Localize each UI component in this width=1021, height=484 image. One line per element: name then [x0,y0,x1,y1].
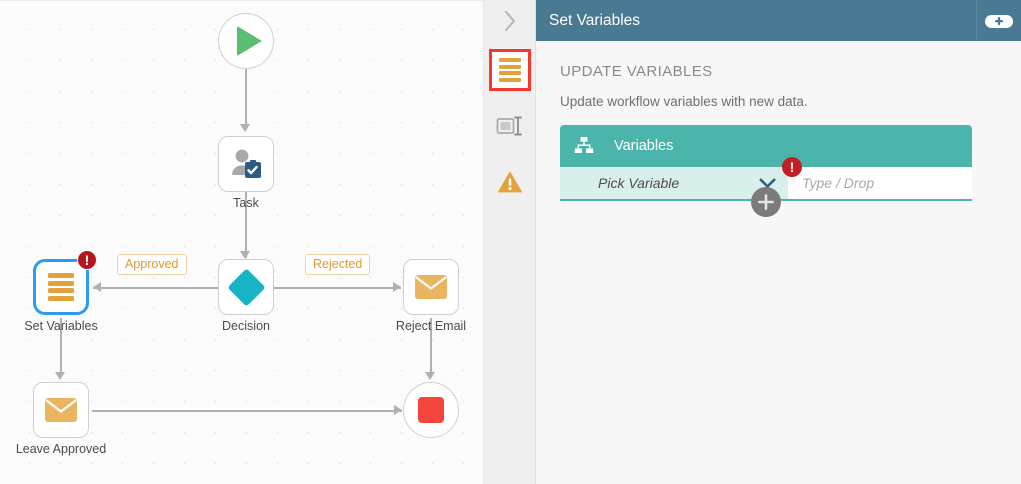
variables-bars-icon [48,273,74,301]
edge-decision-setvariables [93,287,218,289]
node-set-variables[interactable]: ! Set Variables [24,250,98,333]
envelope-icon [415,275,447,299]
variables-bars-icon [498,58,521,82]
set-variables-node-shape[interactable] [33,259,89,315]
edge-arrow-rejectemail-end [425,372,435,380]
node-task[interactable]: Task [218,136,274,210]
plus-icon [758,194,774,210]
warnings-tab[interactable] [489,161,531,203]
node-decision[interactable]: Decision [218,259,274,333]
reject-email-node-shape[interactable] [403,259,459,315]
edge-arrow-decision-rejectemail [393,282,401,292]
pick-variable-select[interactable]: Pick Variable [560,167,788,201]
panel-icon-rail [484,41,536,484]
header-divider [976,0,977,41]
panel-body: UPDATE VARIABLES Update workflow variabl… [484,41,1021,484]
task-node-shape[interactable] [218,136,274,192]
edge-rejectemail-end [430,318,432,376]
edge-arrow-decision-setvariables [93,282,101,292]
sitemap-icon [574,137,594,153]
add-variable-row-button[interactable] [751,187,781,217]
edge-tag-approved[interactable]: Approved [117,254,187,275]
variables-card: Variables Pick Variable Type / Drop ! [560,125,972,217]
node-leave-approved[interactable]: Leave Approved [16,382,106,456]
panel-header: Set Variables [484,0,1021,41]
node-label-reject-email: Reject Email [395,319,467,333]
node-end[interactable] [403,382,459,438]
decision-node-shape[interactable] [218,259,274,315]
variables-tab[interactable] [488,49,531,91]
end-node-shape[interactable] [403,382,459,438]
play-icon [236,26,262,56]
edge-setvariables-leaveapproved [60,318,62,376]
envelope-icon [45,398,77,422]
variables-card-header: Variables [560,125,972,167]
start-node-shape[interactable] [218,13,274,69]
user-task-icon [232,149,261,178]
properties-panel: Set Variables [484,0,1021,484]
node-label-decision: Decision [222,319,270,333]
edge-arrow-leaveapproved-end [394,405,402,415]
stop-icon [418,397,444,423]
variable-value-placeholder: Type / Drop [802,175,875,191]
variable-row-error-badge[interactable]: ! [782,157,802,177]
input-field-icon [496,116,522,136]
variables-card-title: Variables [614,138,674,154]
panel-content: UPDATE VARIABLES Update workflow variabl… [536,41,1021,484]
chevron-right-icon [504,10,515,31]
leave-approved-node-shape[interactable] [33,382,89,438]
edge-arrow-start-task [240,124,250,132]
node-reject-email[interactable]: Reject Email [396,259,466,333]
panel-collapse-button[interactable] [484,0,536,41]
diamond-icon [226,267,266,307]
warning-triangle-icon [497,171,522,193]
edge-decision-rejectemail [274,287,401,289]
form-tab[interactable] [489,105,531,147]
panel-title: Set Variables [549,11,641,29]
panel-add-button[interactable] [977,0,1021,41]
node-label-leave-approved: Leave Approved [15,442,107,456]
edge-arrow-setvariables-leaveapproved [55,372,65,380]
variable-value-input[interactable]: Type / Drop [788,167,972,201]
workflow-canvas[interactable]: Approved Rejected Task [0,0,484,484]
edge-leaveapproved-end [92,410,402,412]
section-title: UPDATE VARIABLES [560,63,713,80]
plus-icon [985,14,1013,28]
edge-tag-rejected[interactable]: Rejected [305,254,371,275]
pick-variable-value: Pick Variable [598,175,680,191]
edge-task-decision [245,192,247,258]
node-label-set-variables: Set Variables [24,319,98,333]
variable-row: Pick Variable Type / Drop ! [560,157,972,201]
node-label-task: Task [233,196,259,210]
edge-arrow-task-decision [240,251,250,259]
edge-start-task [245,69,247,127]
canvas-top-rule [0,0,483,1]
section-description: Update workflow variables with new data. [560,94,808,109]
node-start[interactable] [218,13,274,69]
node-error-badge[interactable]: ! [77,250,97,270]
chevron-down-icon [759,178,776,188]
